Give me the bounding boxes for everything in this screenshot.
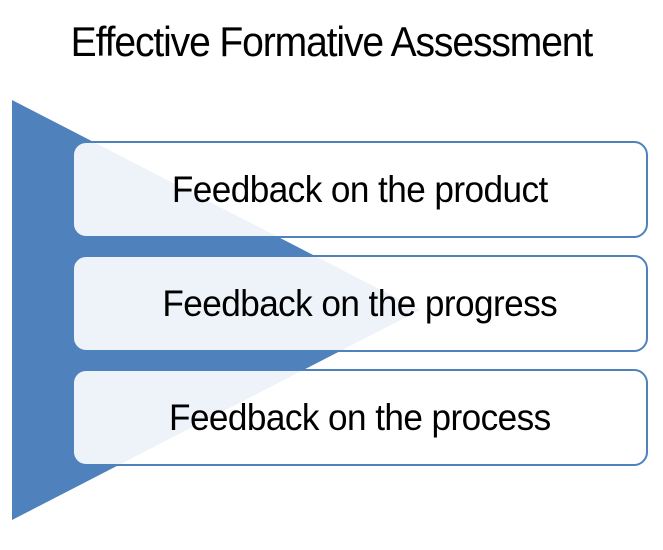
item-label: Feedback on the progress [162, 282, 558, 324]
item-label: Feedback on the product [172, 168, 548, 210]
item-label: Feedback on the process [169, 396, 551, 438]
item-box-progress: Feedback on the progress [72, 255, 648, 352]
item-box-process: Feedback on the process [72, 369, 648, 466]
diagram-title-text: Effective Formative Assessment [70, 18, 594, 65]
diagram-title: Effective Formative Assessment [0, 14, 663, 74]
item-box-product: Feedback on the product [72, 141, 648, 238]
